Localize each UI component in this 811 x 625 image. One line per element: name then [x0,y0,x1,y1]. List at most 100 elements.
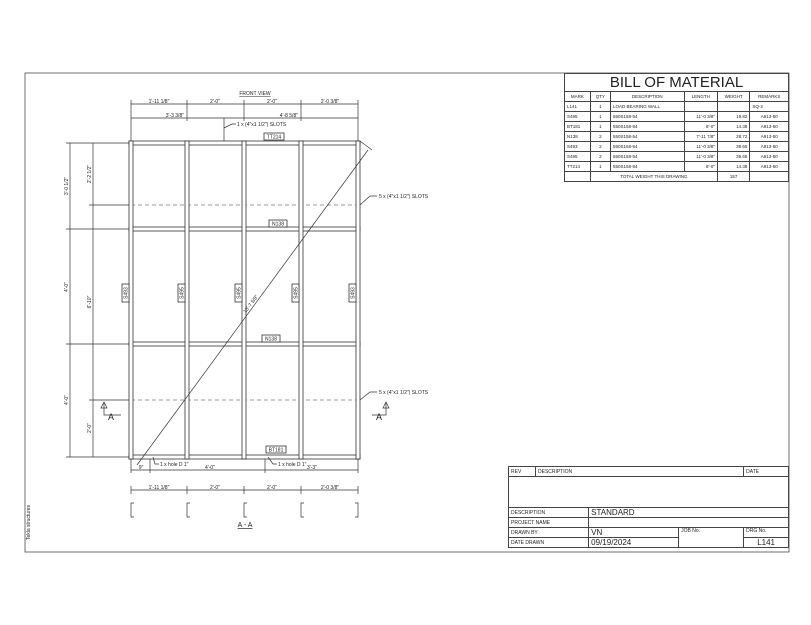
tb-drawn-by-label: DRAWN BY [507,527,590,538]
bom-cell-remarks: A913-50 [749,121,789,132]
tb-date-label: DATE [743,466,789,477]
mark-stud-1: S493 [124,287,130,299]
bom-header-remarks: REMARKS [749,91,789,102]
revision-area [508,476,789,508]
bom-total-row: TOTAL WEIGHT THIS DRAWING 157 [564,171,789,182]
mark-stud-2: S495 [180,287,186,299]
stud [241,140,247,460]
dim-top-2: 2'-0" [210,99,220,105]
bom-cell-mark: TT214 [564,161,591,172]
bom-cell-length: 8'-0" [683,161,718,172]
bom-cell-qty: 1 [589,161,611,172]
bom-cell-description: 550S158-54 [609,111,685,122]
bom-cell-remarks: A913-50 [749,141,789,152]
bom-cell-remarks: A913-50 [749,161,789,172]
bom-cell-qty: 2 [589,151,611,162]
mark-stud-3: S495 [237,287,243,299]
dim-top-row2-2: 4'-8 5/8" [280,113,299,119]
dim-section-4: 2'-0 3/8" [321,485,340,491]
bom-title: BILL OF MATERIAL [564,73,789,92]
callout-lower-slots: 5 x (4"x1 1/2") SLOTS [379,390,429,396]
bom-cell-length [683,101,718,112]
dim-section-2: 2'-0" [210,485,220,491]
bom-cell-mark: S493 [564,141,591,152]
bom-cell-length: 8'-0" [683,121,718,132]
dim-bottom-3: 3'-3" [307,465,317,471]
callout-upper-slots: 5 x (4"x1 1/2") SLOTS [379,194,429,200]
dim-left-inner-2: 6'-10" [87,295,93,308]
bom-cell-qty: 1 [589,121,611,132]
bom-cell-mark: S495 [564,151,591,162]
tb-date-drawn-label: DATE DRAWN [507,537,590,548]
bom-cell-mark: S495 [564,111,591,122]
bom-header-weight: WEIGHT [716,91,751,102]
bom-cell-qty: 2 [589,131,611,142]
mark-mid-upper: N138 [272,222,284,228]
bom-cell-qty: 2 [589,141,611,152]
mark-mid-lower: N138 [265,337,277,343]
left-dimensions: 3'-0 1/2" 4'-0" 4'-0" 2'-2 1/2" 6'-10" 2… [64,142,131,458]
bom-cell-description: 550S158-54 [609,121,685,132]
bom-cell-remarks: SQ-2 [749,101,789,112]
stud [184,140,190,460]
section-marker-right: A [372,401,390,422]
mark-stud-5: S493 [351,287,357,299]
tb-rev-label: REV [508,466,536,477]
section-marker-left-label: A [108,412,114,422]
tb-description: STANDARD [588,507,789,518]
stud [355,140,361,460]
bom-header-qty: QTY [589,91,611,102]
sheet-border [24,72,790,553]
mark-bottom: BT181 [269,448,284,454]
callouts: 1 x (4"x1 1/2") SLOTS 5 x (4"x1 1/2") SL… [152,122,429,468]
bom-cell-mark: BT181 [564,121,591,132]
bom-cell-weight: 39.65 [716,151,751,162]
view-title: FRONT VIEW [239,91,271,97]
bottom-dimensions: 9" 4'-0" 3'-3" [130,459,359,473]
bom-cell-remarks: A913-50 [749,111,789,122]
bom-cell-mark: L141 [564,101,591,112]
bom-cell-length: 11'-0 3/8" [683,111,718,122]
tb-date-drawn: 09/19/2024 [588,537,680,548]
callout-hole-right: 1 x hole D 1" [278,462,307,468]
bom-cell-weight [716,101,751,112]
tb-drg-label: DRG No. [743,527,789,538]
stud [298,140,304,460]
title-block: REV DESCRIPTION DATE DESCRIPTION STANDAR… [507,466,789,548]
tb-description-label: DESCRIPTION [507,507,590,518]
bom-header-mark: MARK [564,91,591,102]
bom-cell-weight: 39.65 [716,141,751,152]
dim-bottom-1: 9" [139,465,144,471]
bom-cell-qty: 1 [589,101,611,112]
bom-cell-length: 11'-0 3/8" [683,151,718,162]
stud [128,140,134,460]
dim-left-outer-3: 4'-0" [64,395,70,405]
member-marks: TT214 N138 N138 BT181 S493 S495 S495 S49… [121,132,357,454]
bom-cell-description: 550S158-54 [609,141,685,152]
bom-cell-weight: 19.82 [716,111,751,122]
side-note: Tekla structures [26,504,32,540]
tb-project-label: PROJECT NAME [507,517,590,528]
dim-top-1: 1'-11 1/8" [149,99,170,105]
dim-left-inner-3: 2'-0" [87,423,93,433]
dim-top-3: 2'-0" [267,99,277,105]
dim-section-1: 1'-11 1/8" [149,485,170,491]
dim-left-outer-2: 4'-0" [64,282,70,292]
bom-header-description: DESCRIPTION [609,91,685,102]
bom-cell-mark: N138 [564,131,591,142]
tb-project [588,517,789,528]
bom-header-length: LENGTH [683,91,718,102]
tb-drg: L141 [743,537,789,548]
dim-left-outer-1: 3'-0 1/2" [64,177,70,196]
bom-cell-description: 550S158-54 [609,131,685,142]
mark-top: TT214 [267,135,282,141]
tb-drawn-by: VN [588,527,680,538]
bom-header: MARK QTY DESCRIPTION LENGTH WEIGHT REMAR… [564,91,789,102]
dim-top-4: 2'-0 3/8" [321,99,340,105]
